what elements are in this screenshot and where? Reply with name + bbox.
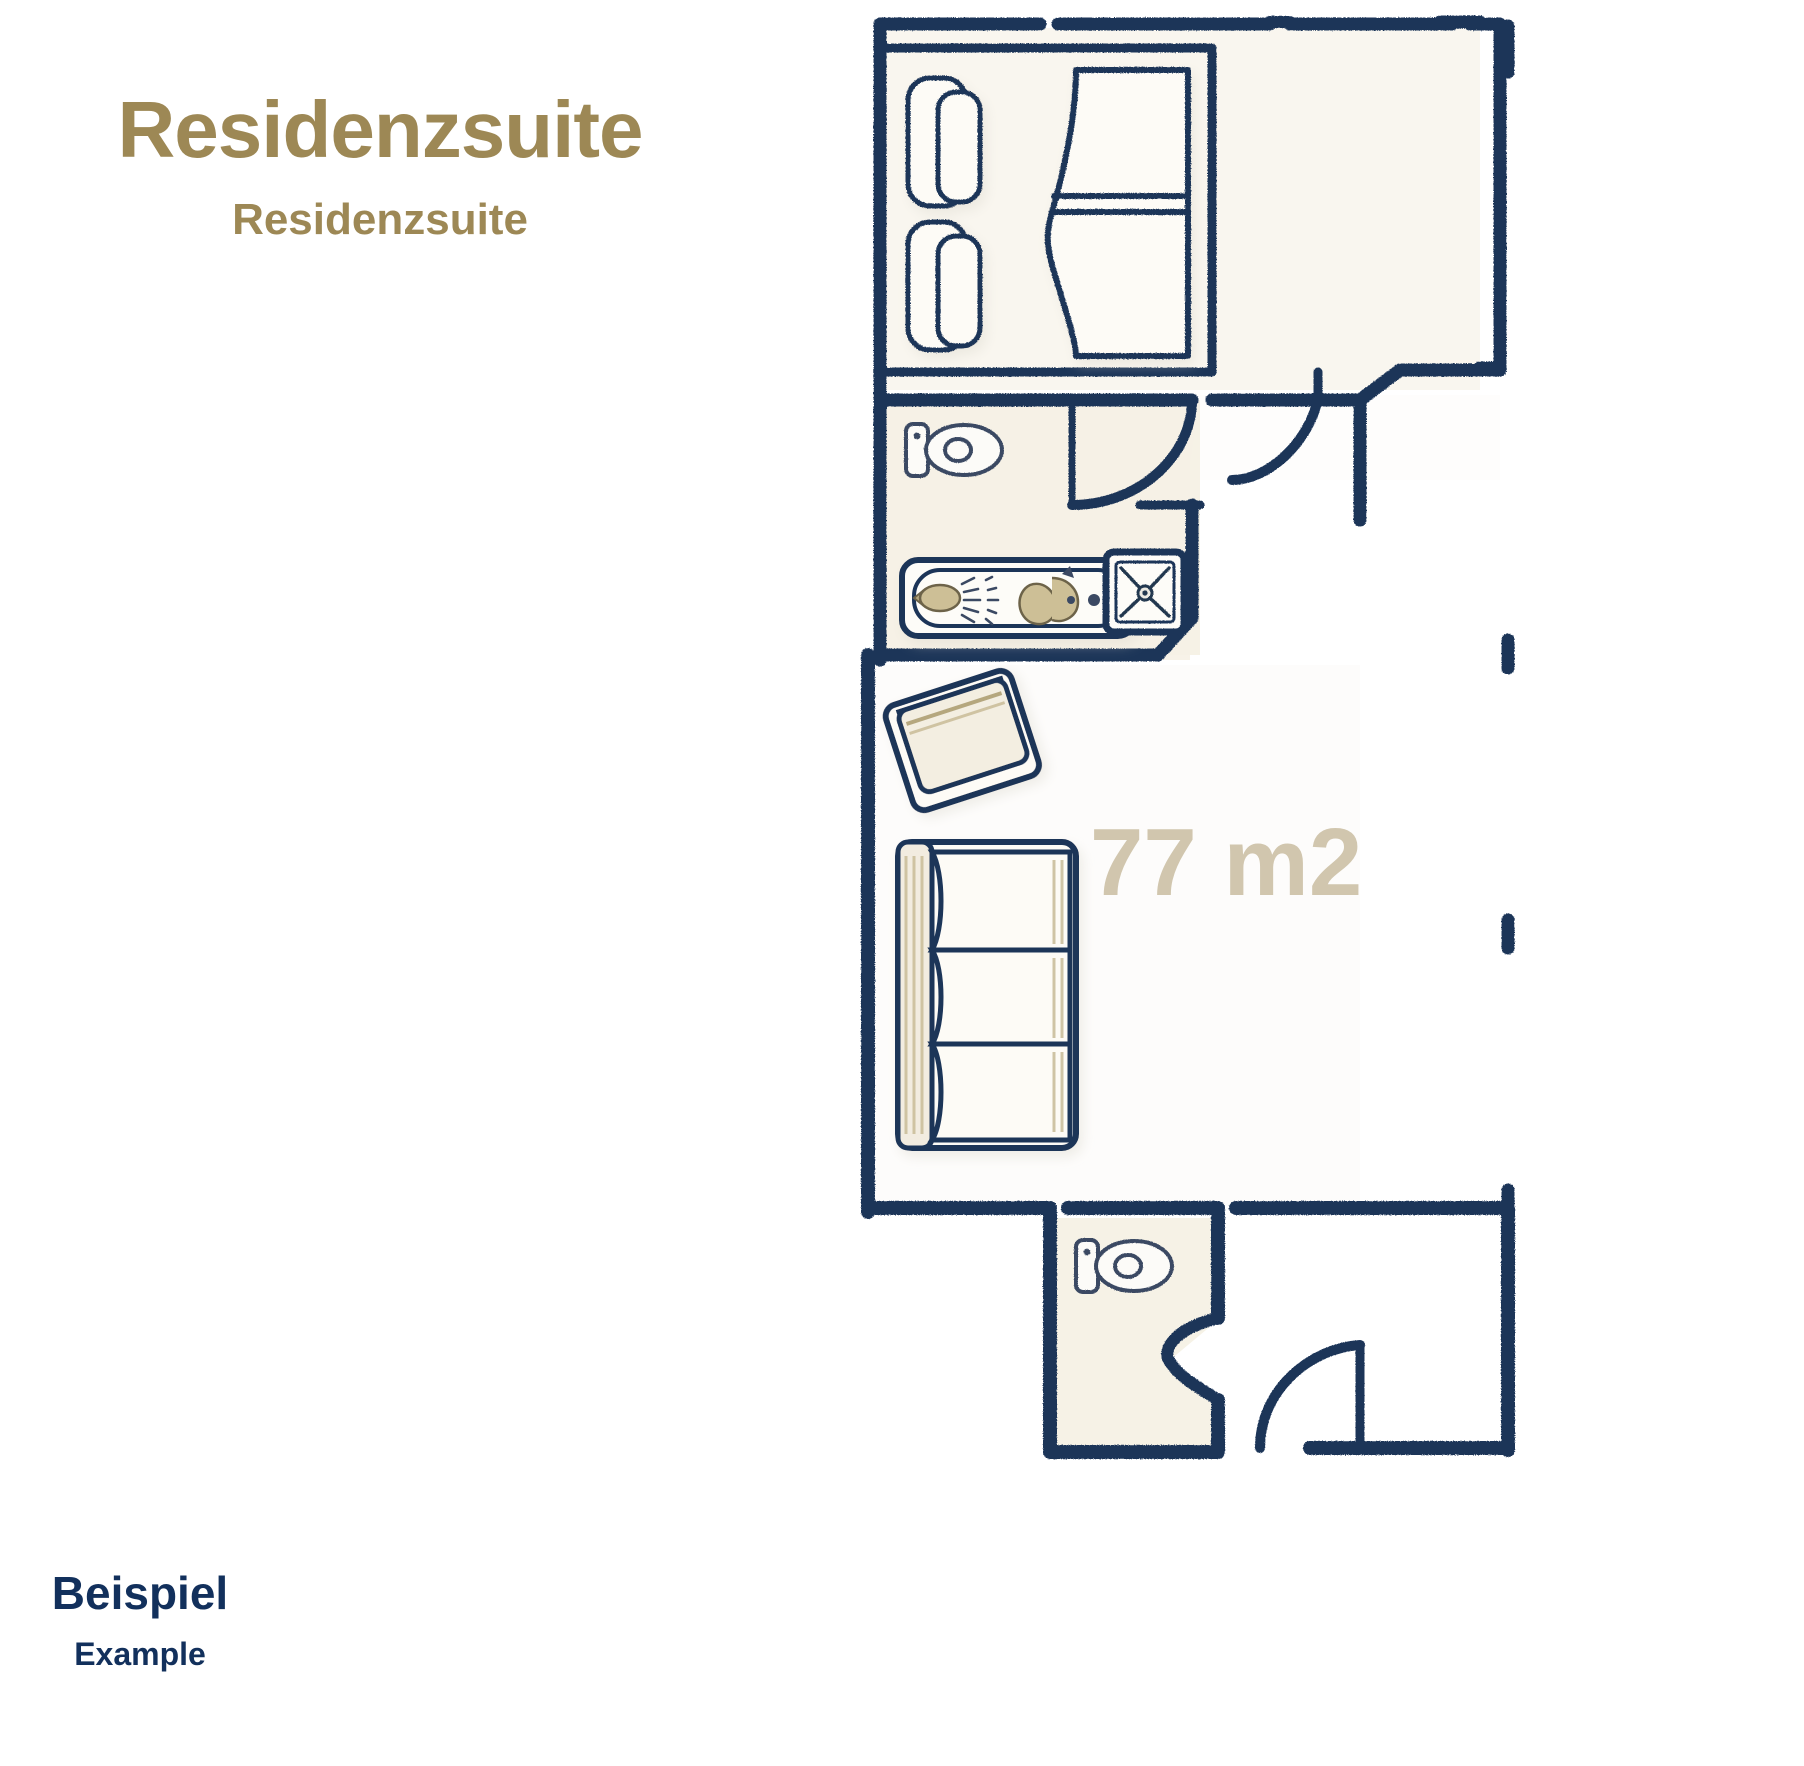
example-label-de: Beispiel xyxy=(51,1567,229,1619)
pillow-icon xyxy=(905,75,983,209)
sofa-icon xyxy=(895,839,1079,1151)
example-label-en: Example xyxy=(74,1636,206,1672)
shower-tray-icon xyxy=(1102,548,1188,636)
entry-door-swing-icon xyxy=(1227,393,1323,485)
title-block: Residenzsuite Residenzsuite xyxy=(0,90,760,242)
double-bed-icon xyxy=(905,67,1191,359)
door-swings xyxy=(1067,367,1365,1453)
guest-wc-door-swing-icon xyxy=(1255,1340,1365,1453)
bathtub-icon xyxy=(899,557,1137,639)
example-legend: Beispiel Example xyxy=(0,1570,280,1670)
pillow-icon xyxy=(905,219,983,353)
floorplan-drawing xyxy=(840,0,1804,1600)
toilet-icon xyxy=(904,422,1004,478)
page-title: Residenzsuite xyxy=(117,85,644,174)
shower-head-icon xyxy=(912,575,1000,626)
door-swing-icon xyxy=(1067,395,1197,510)
sink-icon xyxy=(1018,566,1134,626)
guest-toilet-icon xyxy=(1074,1238,1174,1294)
page-subtitle: Residenzsuite xyxy=(232,195,528,244)
armchair-icon xyxy=(882,667,1042,814)
walls xyxy=(861,15,1515,1459)
